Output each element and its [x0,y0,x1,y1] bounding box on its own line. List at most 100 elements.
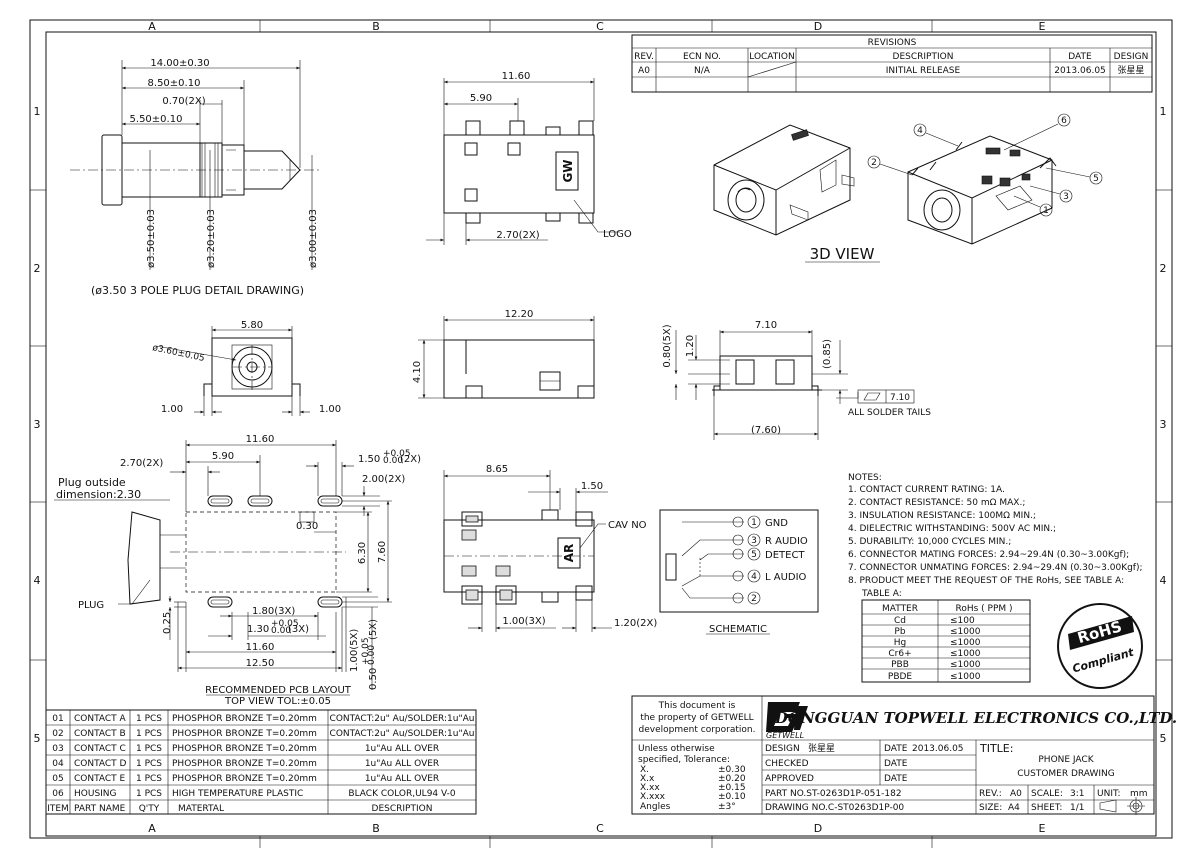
bom-04-item: 04 [52,759,64,769]
bom-01-part: CONTACT A [74,714,127,724]
bom-06-description: BLACK COLOR,UL94 V-0 [348,789,455,799]
row-4-left: 4 [34,574,41,587]
plug-detail-view: 14.00±0.30 8.50±0.10 0.70(2X) 5.50±0.10 … [70,58,320,297]
plug-label: PLUG [78,600,104,611]
plug-caption: (ø3.50 3 POLE PLUG DETAIL DRAWING) [91,284,304,297]
dim-plug-0-70: 0.70(2X) [162,96,205,107]
date-label-2: DATE [884,759,908,769]
three-d-caption: 3D VIEW [810,245,875,263]
rohs-pb-matter: Pb [894,627,905,637]
rohs-table: MATTER RoHs ( PPM ) Cd ≤100 Pb ≤1000 Hg … [861,599,1031,683]
schematic-caption: SCHEMATIC [709,624,767,635]
dim-front-5-80: 5.80 [241,320,263,331]
tolerance-title-2: specified, Tolerance: [638,755,730,765]
dim-pcb-1-50-count: (2X) [400,454,421,465]
bom-02-item: 02 [52,729,63,739]
dim-pcb-1-50-minus: 0.00 [383,456,403,466]
checked-label: CHECKED [765,759,809,769]
pcb-layout: 11.60 5.90 2.70(2X) 1.50 +0.05 0.00 (2X)… [54,434,421,707]
border-frame [29,19,1173,848]
dim-pcb-2-00: 2.00(2X) [362,474,405,485]
scale-label: SCALE: [1031,789,1063,799]
row-labels-left: 1 2 3 4 5 [34,105,41,745]
bom-03-description: 1u"Au ALL OVER [365,744,439,754]
callout-6: 6 [1061,116,1067,126]
rohs-hg-value: ≤1000 [950,638,981,648]
pin-5-label: DETECT [765,550,805,561]
bom-01-item: 01 [52,714,63,724]
dim-pcb-1-50: 1.50 [358,454,380,465]
dim-pcb-0-25: 0.25 [162,612,173,634]
bom-03-item: 03 [52,744,63,754]
unit-label: UNIT: [1097,789,1121,799]
rohs-pbde-matter: PBDE [888,672,913,682]
size-label: SIZE: [979,803,1002,813]
design-date: 2013.06.05 [912,744,964,754]
rohs-header-ppm: RoHs ( PPM ) [955,604,1012,614]
dim-bottom-1-20: 1.20(2X) [614,618,657,629]
top-view-logo: GW [561,159,575,182]
note-6: 6. CONNECTOR MATING FORCES: 2.94~29.4N (… [848,550,1129,560]
bom-06-qty: 1 PCS [136,789,162,799]
plug-outside-label: Plug outside [58,476,126,489]
dim-front-dia: ø3.60±0.05 [151,343,205,364]
tolerance-title-1: Unless otherwise [638,744,715,754]
tol-xx-label: X.x [640,774,655,784]
tol-xxxx-value: ±0.10 [718,792,746,802]
note-4: 4. DIELECTRIC WITHSTANDING: 500V AC MIN.… [848,524,1056,534]
bom-05-qty: 1 PCS [136,774,162,784]
column-labels-bottom: A B C D E [148,822,1045,835]
tol-angles-value: ±3° [718,802,736,812]
pcb-subcaption: TOP VIEW TOL:±0.05 [224,696,331,707]
dim-plug-dia-3-20: ø3.20±0.03 [206,209,217,268]
bom-header-material: MATERTAL [178,804,224,814]
col-b-top: B [372,20,380,33]
pcb-caption: RECOMMENDED PCB LAYOUT [205,685,352,696]
bom-01-material: PHOSPHOR BRONZE T=0.20mm [172,714,317,724]
row-5-right: 5 [1160,732,1167,745]
pin-1-label: GND [765,518,788,529]
rohs-cr6-matter: Cr6+ [888,649,911,659]
rev-cell-design: 张星星 [1117,65,1144,76]
date-label-1: DATE [884,744,908,754]
side-view: 12.20 4.10 [412,309,595,399]
tol-xxx-value: ±0.15 [718,783,746,793]
rev-cell-description: INITIAL RELEASE [886,66,961,76]
dim-end-0-80: 0.80(5X) [662,324,673,367]
scale-value: 3:1 [1070,789,1084,799]
callout-3: 3 [1063,192,1069,202]
date-label-3: DATE [884,774,908,784]
callout-4: 4 [917,126,923,136]
column-labels-top: A B C D E [148,20,1045,33]
bom-header-item: ITEM [47,804,69,814]
dim-front-1-00-left: 1.00 [161,404,183,415]
rohs-cr6-value: ≤1000 [950,649,981,659]
dim-pcb-1-80: 1.80(3X) [252,606,295,617]
row-labels-right: 1 2 3 4 5 [1160,105,1167,745]
col-c-top: C [596,20,604,33]
logo-subtext: GETWELL [766,731,804,740]
rev-header-design: DESIGN [1114,52,1149,62]
rev-header-rev: REV. [634,52,654,62]
callout-1: 1 [1043,206,1049,216]
rohs-pbb-value: ≤1000 [950,660,981,670]
schematic: 1 GND 3 R AUDIO 5 DETECT 4 L AUDIO 2 SCH… [659,509,819,635]
bom-04-material: PHOSPHOR BRONZE T=0.20mm [172,759,317,769]
dim-front-1-00-right: 1.00 [319,404,341,415]
bom-table: 01 CONTACT A 1 PCS PHOSPHOR BRONZE T=0.2… [45,709,477,815]
part-no: PART NO.ST-0263D1P-051-182 [765,789,902,799]
tol-angles-label: Angles [640,802,671,812]
dim-plug-dia-3-00: ø3.00±0.03 [308,209,319,268]
dim-end-7-10: 7.10 [755,320,777,331]
dim-pcb-11-60-top: 11.60 [246,434,275,445]
bom-05-description: 1u"Au ALL OVER [365,774,439,784]
row-4-right: 4 [1160,574,1167,587]
tol-x-value: ±0.30 [718,765,746,775]
note-2: 2. CONTACT RESISTANCE: 50 mΩ MAX.; [848,498,1025,508]
bom-02-material: PHOSPHOR BRONZE T=0.20mm [172,729,317,739]
approved-label: APPROVED [765,774,814,784]
col-a-top: A [148,20,156,33]
company-name: DONGGUAN TOPWELL ELECTRONICS CO.,LTD. [774,709,1177,727]
rohs-hg-matter: Hg [894,638,906,648]
note-1: 1. CONTACT CURRENT RATING: 1A. [848,485,1005,495]
